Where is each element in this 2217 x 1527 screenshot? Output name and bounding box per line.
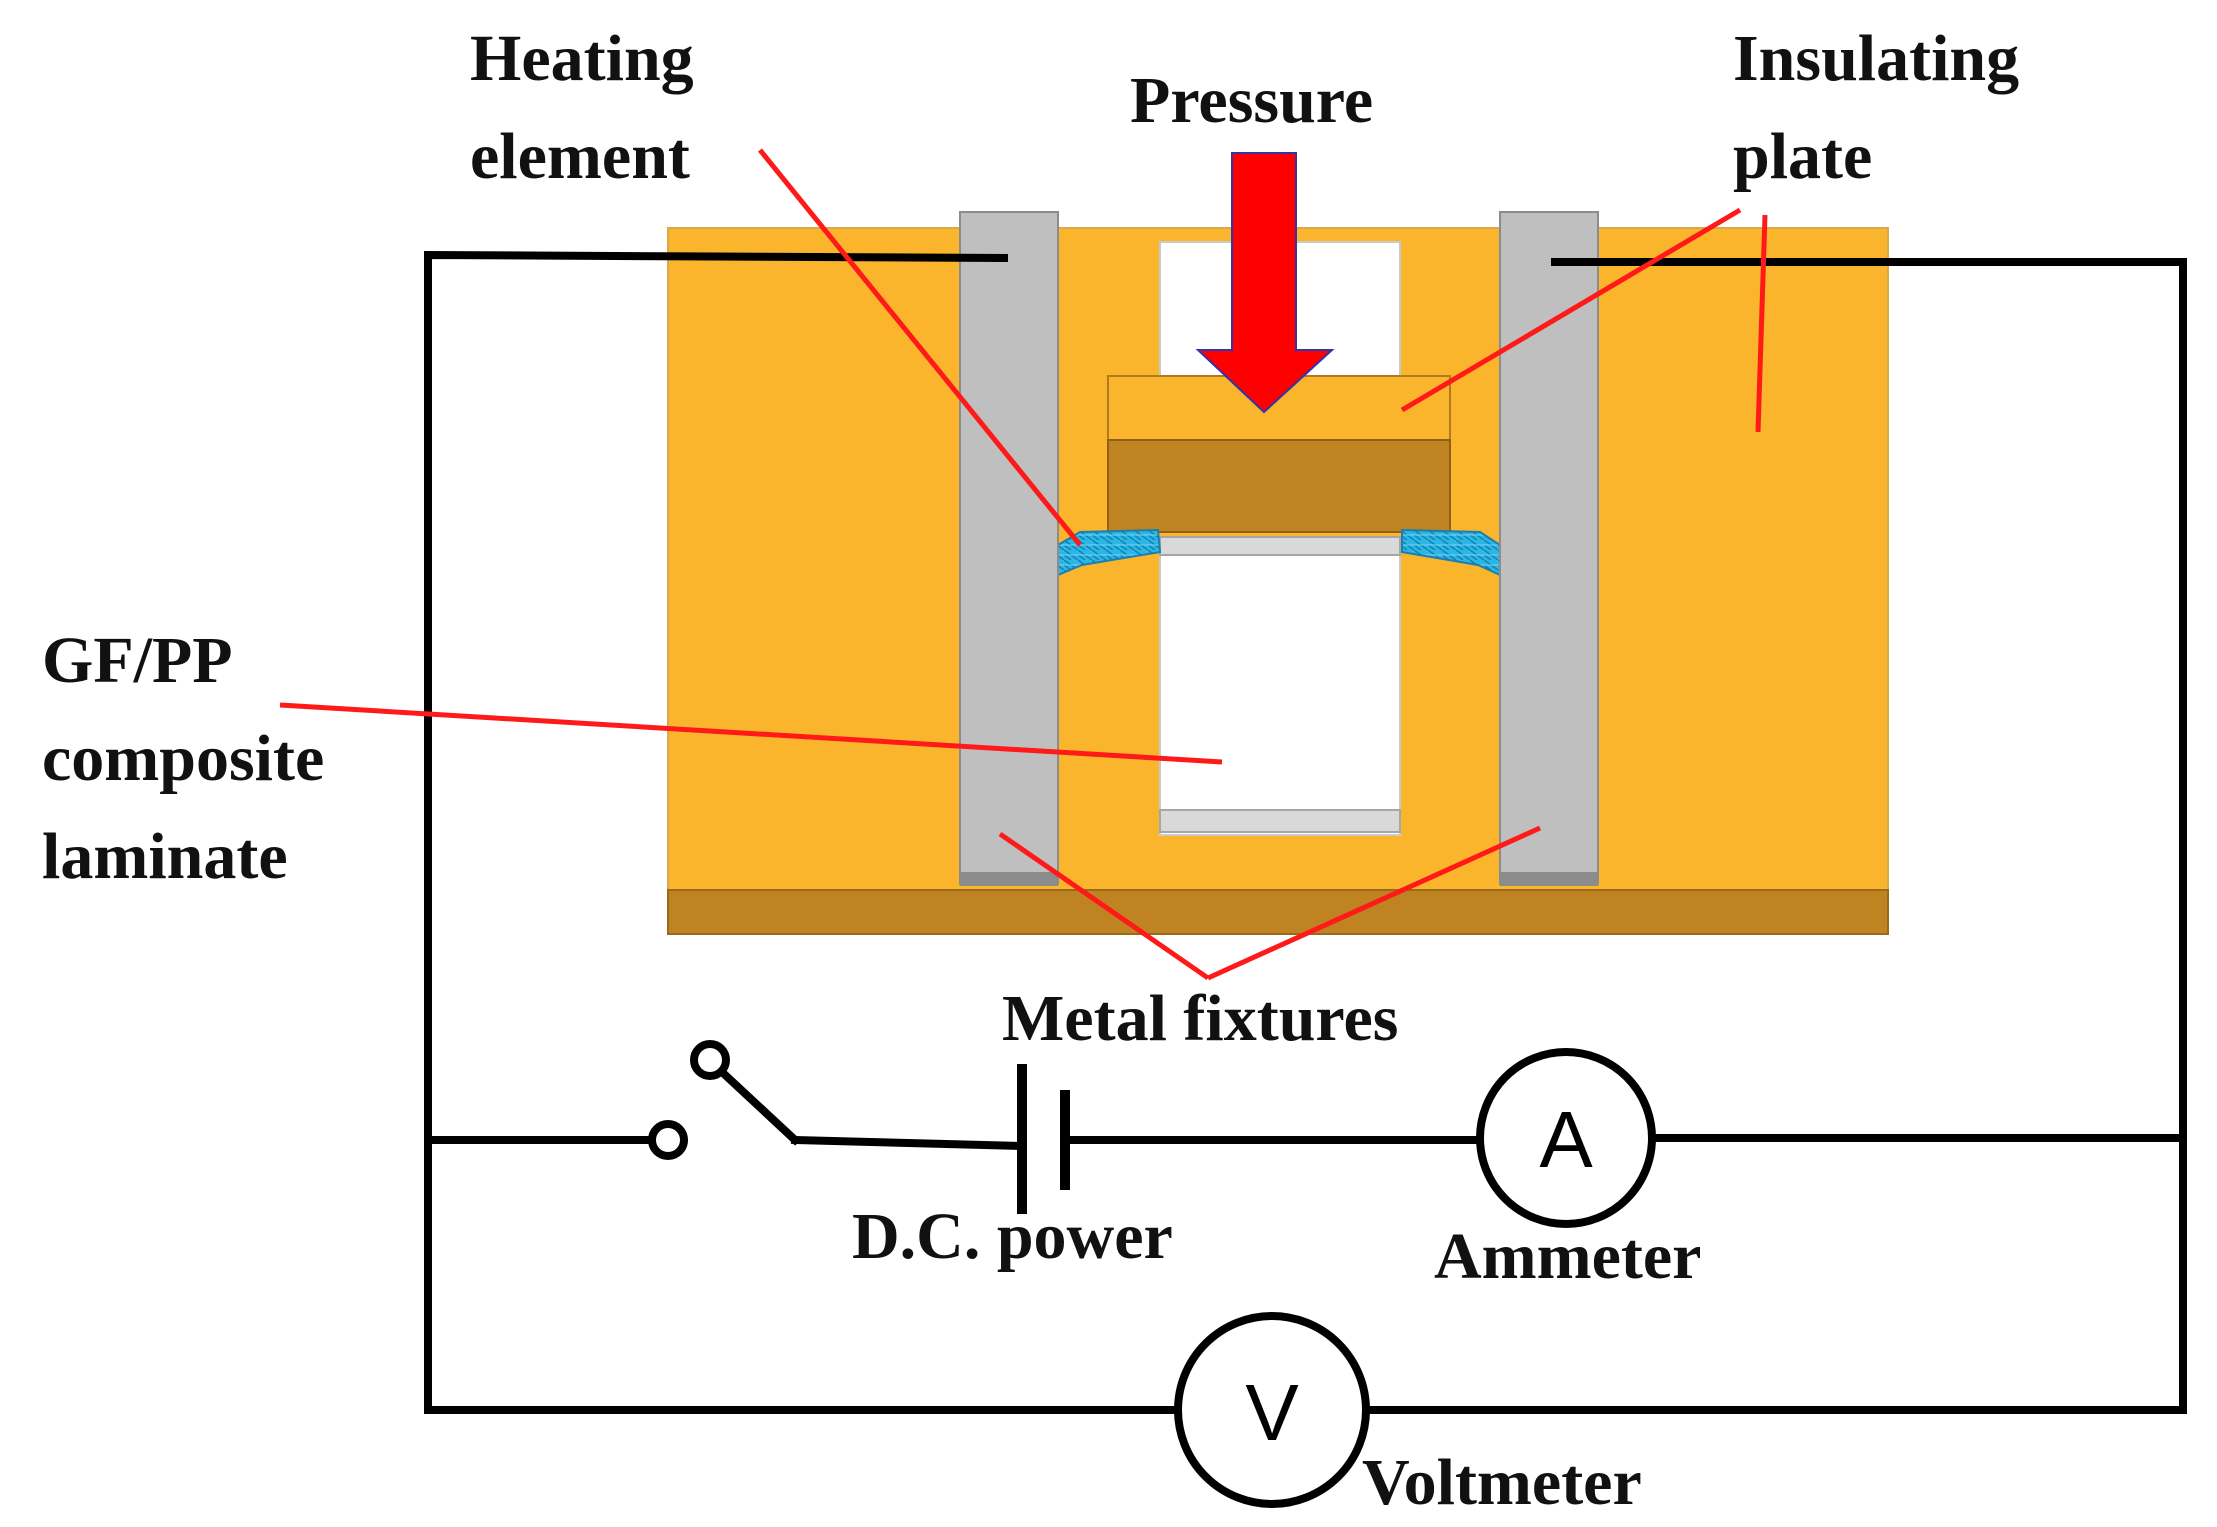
metal-fixture-left xyxy=(959,211,1059,885)
label-composite-2: composite xyxy=(42,722,324,795)
switch-lever xyxy=(716,1066,801,1146)
pressure-arrow xyxy=(1195,152,1335,414)
voltmeter-circle xyxy=(1174,1312,1370,1508)
label-dc-power: D.C. power xyxy=(852,1200,1173,1273)
leader-metal-fixture-right xyxy=(1206,825,1542,981)
wire-right-lead xyxy=(1362,258,2187,1414)
label-ammeter: Ammeter xyxy=(1434,1220,1701,1293)
label-metal-fixtures: Metal fixtures xyxy=(1002,982,1398,1055)
voltmeter-symbol: V xyxy=(1245,1368,1299,1457)
leader-lines xyxy=(279,148,1768,981)
label-composite-1: GF/PP xyxy=(42,624,233,697)
label-composite-3: laminate xyxy=(42,820,288,893)
wire-switch-to-battery xyxy=(790,1135,1027,1151)
label-insulating-plate-2: plate xyxy=(1733,120,1872,193)
leader-metal-fixture-left xyxy=(998,831,1210,981)
switch-terminal-left xyxy=(648,1120,688,1160)
labels: Heating element Pressure Insulating plat… xyxy=(42,22,2019,1519)
switch-terminal-right xyxy=(690,1040,730,1080)
press-block-dark xyxy=(1107,439,1451,533)
label-voltmeter: Voltmeter xyxy=(1362,1446,1642,1519)
circuit: A V xyxy=(424,250,2187,1508)
composite-laminate-top xyxy=(1159,536,1401,556)
insulating-plate-base xyxy=(667,889,1889,935)
metal-fixture-right xyxy=(1499,211,1599,885)
metal-fixture-left-foot xyxy=(960,872,1058,886)
leader-heating-element xyxy=(758,148,1082,547)
label-pressure: Pressure xyxy=(1130,64,1373,137)
leader-composite xyxy=(279,702,1223,765)
leader-insulating-plate-1 xyxy=(1400,207,1742,413)
label-insulating-plate-1: Insulating xyxy=(1733,22,2019,95)
ammeter-symbol: A xyxy=(1539,1095,1593,1184)
label-heating-element-2: element xyxy=(470,120,690,193)
lower-cavity xyxy=(1159,544,1401,836)
wire-left-lead xyxy=(424,250,1182,1414)
lower-cavity-bottom-strip xyxy=(1159,809,1401,833)
apparatus xyxy=(667,152,1889,935)
metal-fixture-right-foot xyxy=(1500,872,1598,886)
leader-insulating-plate-2 xyxy=(1755,214,1768,433)
label-heating-element-1: Heating xyxy=(470,22,694,95)
